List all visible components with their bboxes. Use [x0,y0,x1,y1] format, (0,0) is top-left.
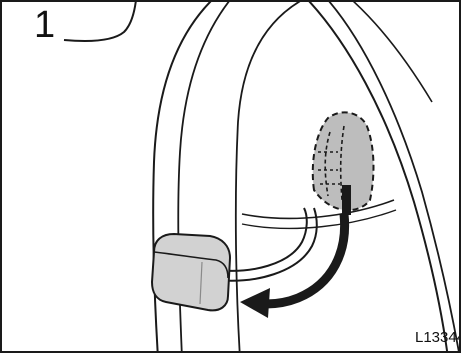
figure-code: L13344 [415,330,459,345]
removed-cover-icon [152,234,230,310]
step-number: 1 [34,6,55,44]
trim-curve-top [64,2,136,41]
strap-line-lower [242,210,396,228]
strap-line [242,200,394,218]
hook-tab [342,185,351,215]
